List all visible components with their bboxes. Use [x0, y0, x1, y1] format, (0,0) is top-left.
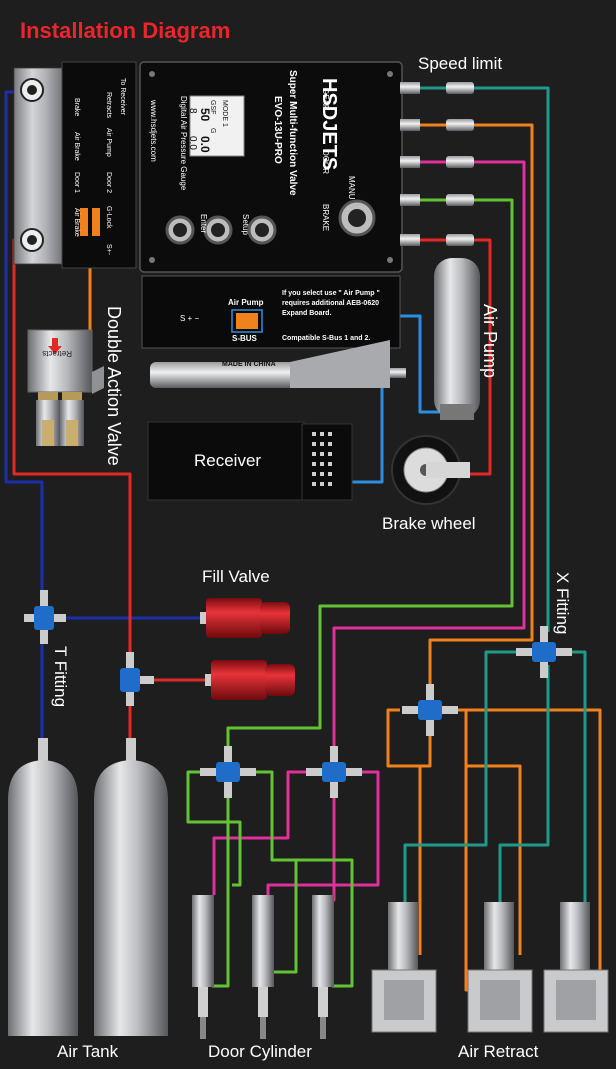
- tube-orange-retract: [420, 123, 534, 688]
- x-fitting-retract-teal: [516, 626, 572, 678]
- tube-magenta-d1: [212, 770, 320, 895]
- port-label-6: Door 1: [73, 172, 80, 194]
- manifold-block: [13, 67, 67, 265]
- t-fitting-red: [120, 652, 154, 706]
- port-label-4: Air Brake: [73, 132, 80, 161]
- port-label-3: Air Pump: [105, 128, 112, 157]
- menu-label: MANU: [347, 176, 356, 200]
- port-label-7: G-Lock: [105, 206, 112, 229]
- air-retract-2: [467, 902, 533, 1033]
- port-label-5: Door 2: [105, 172, 112, 194]
- door-cylinder-1: [192, 895, 214, 1039]
- label-receiver: Receiver: [194, 451, 262, 470]
- receiver: [147, 421, 353, 501]
- label-x-fitting: X Fitting: [553, 572, 572, 635]
- lcd-val3: 0.0: [198, 136, 212, 153]
- lcd-mode: MODE 1: [221, 100, 228, 127]
- tube-teal-r3: [560, 650, 587, 905]
- tube-magenta-d2: [266, 770, 380, 895]
- gear-label: GEAR: [321, 88, 330, 111]
- air-retract-3: [543, 902, 609, 1033]
- door-cylinder-3: [312, 895, 334, 1039]
- air-tank-2: [94, 738, 168, 1036]
- t-fitting-blue: [24, 590, 66, 644]
- x-fitting-door-green: [200, 746, 256, 798]
- model-line-1: Super Multi-function Valve: [287, 70, 298, 196]
- fill-valve-lower: [205, 660, 295, 700]
- brake-label: BRAKE: [321, 204, 330, 232]
- lcd-val4: 0.0: [187, 136, 198, 150]
- air-tank-1: [8, 738, 78, 1036]
- label-air-retract: Air Retract: [458, 1042, 539, 1061]
- tube-green-d2: [242, 770, 298, 974]
- x-fitting-door-magenta: [306, 746, 362, 798]
- tube-magenta: [332, 160, 526, 758]
- expansion-air-pump-port: Air Pump: [228, 298, 264, 307]
- website-text: www.hsdjets.com: [149, 100, 158, 162]
- port-label-9: S+-: [105, 244, 112, 256]
- brake-wheel: [391, 435, 470, 505]
- port-label-8: Air Brake: [73, 208, 80, 237]
- expansion-s-port: S + −: [180, 314, 200, 323]
- label-fill-valve: Fill Valve: [202, 567, 270, 586]
- tube-green-d1: [186, 770, 242, 887]
- air-pump: [434, 258, 480, 420]
- port-label-2: Brake: [73, 98, 80, 117]
- tube-orange-r2: [388, 764, 422, 955]
- port-label-0: To Receiver: [119, 78, 126, 115]
- model-line-2: EVO-13U-PRO: [272, 96, 283, 164]
- expansion-note-2: requires additional AEB-0620: [282, 300, 379, 307]
- expansion-note-3: Expand Board.: [282, 310, 332, 317]
- label-brake-wheel: Brake wheel: [382, 514, 476, 533]
- door-label: DOOR: [321, 150, 330, 174]
- made-in-label: MADE IN CHINA: [222, 361, 276, 368]
- tube-green-d3: [212, 790, 230, 988]
- page-title: Installation Diagram: [20, 18, 231, 43]
- valve-body-label: Retracts: [42, 349, 72, 358]
- tube-blue: [4, 90, 44, 755]
- fill-valve-upper: [200, 598, 290, 638]
- expansion-note-4: Compatible S-Bus 1 and 2.: [282, 335, 371, 342]
- port-label-1: Retracts: [105, 92, 112, 119]
- expansion-note-1: If you select use " Air Pump ": [282, 290, 380, 297]
- tube-green-d4: [296, 858, 354, 988]
- lcd-val1: 50: [198, 108, 212, 122]
- air-retract-1: [371, 902, 437, 1033]
- tube-green: [226, 198, 514, 758]
- tube-teal-r2: [498, 665, 550, 905]
- port-pins: [80, 208, 100, 236]
- tube-teal-r1: [403, 650, 530, 905]
- tube-orange-r3: [445, 708, 476, 992]
- pump-cylinder-horizontal: [150, 340, 406, 388]
- lcd-g: G: [209, 128, 216, 134]
- enter-label: Enter: [199, 214, 208, 234]
- label-air-tank: Air Tank: [57, 1042, 119, 1061]
- label-air-pump: Air Pump: [480, 304, 500, 379]
- label-t-fitting: T Fitting: [51, 646, 70, 708]
- expansion-sbus-port: S-BUS: [232, 334, 257, 343]
- x-fitting-retract-orange: [402, 684, 458, 736]
- label-speed-limit: Speed limit: [418, 54, 503, 73]
- double-action-valve: [27, 329, 104, 446]
- door-cylinder-2: [252, 895, 274, 1039]
- label-door-cylinder: Door Cylinder: [208, 1042, 312, 1061]
- lcd-val2: 8: [187, 108, 198, 114]
- valve-unit: [139, 61, 403, 273]
- label-double-action-valve: Double Action Valve: [104, 306, 124, 466]
- lcd-screen: [189, 95, 245, 157]
- valve-output-fittings: [400, 82, 474, 246]
- setup-label: Setup: [241, 214, 250, 235]
- tube-orange-r4: [466, 764, 522, 955]
- expansion-board: [141, 275, 401, 349]
